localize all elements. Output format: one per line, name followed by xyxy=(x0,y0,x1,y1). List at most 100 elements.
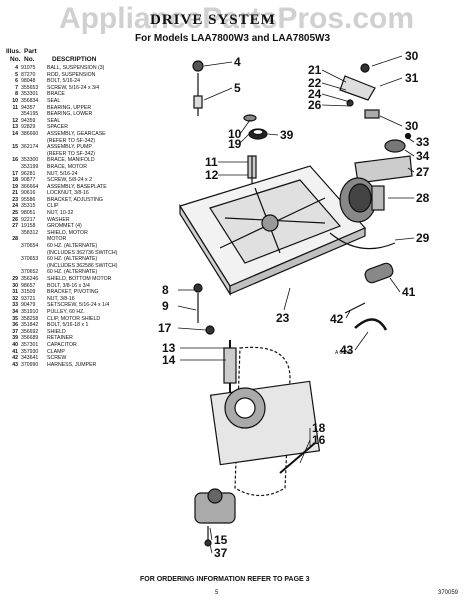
page-title: DRIVE SYSTEM xyxy=(150,12,276,28)
callout-10: 10 xyxy=(228,127,242,141)
callout-15: 15 xyxy=(214,533,228,547)
callout-42: 42 xyxy=(330,312,344,326)
part-number: 343641 xyxy=(21,355,39,362)
part-number: 356246 xyxy=(21,276,39,282)
part-number: 98048 xyxy=(21,78,36,85)
part-illus-no: 21 xyxy=(12,190,18,197)
part-description: CLIP xyxy=(47,203,59,210)
part-illus-no: 25 xyxy=(12,210,18,217)
part-number: 90479 xyxy=(21,302,36,309)
part-illus-no: 28 xyxy=(12,236,18,243)
part-number: 90877 xyxy=(21,177,36,184)
callout-5: 5 xyxy=(234,81,241,95)
part-row: 354195 BEARING, LOWER xyxy=(4,111,154,118)
callout-23: 23 xyxy=(276,311,290,325)
part-number: 94359 xyxy=(21,117,36,124)
part-number: 19158 xyxy=(21,223,36,230)
part-description: ASSEMBLY, GEARCASE xyxy=(47,130,106,137)
part-number: 351910 xyxy=(21,308,39,315)
part-description: ROD, SUSPENSION xyxy=(47,71,96,78)
jumper-harness xyxy=(354,318,388,331)
part-description: GROMMET (4) xyxy=(47,223,82,230)
part-number: 31509 xyxy=(21,289,36,296)
figure-tag: A 0059 xyxy=(335,350,351,356)
part-illus-no: 19 xyxy=(12,183,18,190)
part-row: (INCLUDES 362736 SWITCH) xyxy=(4,250,154,257)
part-description: BRACE xyxy=(47,91,65,98)
col-header-part: Part xyxy=(24,48,37,55)
part-description: SETSCREW, 5/16-24 x 1/4 xyxy=(47,302,110,309)
part-description: HARNESS, JUMPER xyxy=(47,361,97,368)
part-description: SHIELD, MOTOR xyxy=(47,229,88,236)
part-description: PULLEY, 60 HZ. xyxy=(47,308,85,315)
callout-27: 27 xyxy=(416,165,430,179)
part-description: BALL, SUSPENSION (3) xyxy=(47,65,105,71)
part-illus-no: 29 xyxy=(12,276,18,282)
part-number: 91075 xyxy=(21,65,36,71)
callout-30-top: 30 xyxy=(405,49,419,63)
part-number: 35315 xyxy=(21,203,36,210)
part-description: CLAMP xyxy=(47,348,65,355)
part-illus-no: 35 xyxy=(12,315,18,322)
part-illus-no: 18 xyxy=(12,177,18,184)
callout-30-bottom: 30 xyxy=(405,119,419,133)
pivoting-bracket xyxy=(339,75,376,101)
callout-11: 11 xyxy=(205,155,218,169)
part-description: BEARING, LOWER xyxy=(47,111,93,118)
part-illus-no: 33 xyxy=(12,302,18,309)
part-number: 366664 xyxy=(21,183,39,190)
callout-29: 29 xyxy=(416,231,430,245)
part-description: BOLT, 3/8-16 x 3/4 xyxy=(47,282,90,289)
col-header-illus: Illus. xyxy=(6,48,21,55)
part-illus-no: 43 xyxy=(12,361,18,368)
bottom-shield xyxy=(329,232,396,250)
part-number xyxy=(21,236,47,243)
capacitor xyxy=(364,262,394,284)
part-description: (REFER TO SF-342) xyxy=(47,137,95,144)
part-number: 357930 xyxy=(21,348,39,355)
part-number xyxy=(21,263,47,270)
callout-16: 16 xyxy=(312,433,326,447)
part-illus-no: 39 xyxy=(12,335,18,342)
part-number: 370990 xyxy=(21,361,39,368)
part-illus-no: 10 xyxy=(12,97,18,104)
part-number: 362174 xyxy=(21,144,39,151)
motor-shield xyxy=(354,155,413,184)
col-header-part-no: No. xyxy=(24,56,35,63)
callout-22: 22 xyxy=(308,76,322,90)
part-illus-no: 15 xyxy=(12,144,18,151)
part-description: CLIP, MOTOR SHIELD xyxy=(47,315,101,322)
part-number: 94357 xyxy=(21,104,36,111)
suspension-ball xyxy=(192,60,204,72)
part-description: 60 HZ. (ALTERNATE) xyxy=(47,256,98,263)
part-description: 60 HZ. (ALTERNATE) xyxy=(47,243,98,250)
part-description: BOLT, 5/16-24 xyxy=(47,78,81,85)
part-number: 354195 xyxy=(21,111,39,118)
part-illus-no: 4 xyxy=(15,65,18,71)
part-description: (INCLUDES 362586 SWITCH) xyxy=(47,262,118,269)
part-illus-no: 5 xyxy=(15,71,18,78)
part-illus-no xyxy=(4,138,21,145)
part-description: NUT, 3/8-16 xyxy=(47,295,75,302)
part-illus-no: 36 xyxy=(12,322,18,329)
part-illus-no xyxy=(4,256,21,263)
ordering-note: FOR ORDERING INFORMATION REFER TO PAGE 3 xyxy=(140,576,310,583)
part-description: SHIELD, BOTTOM MOTOR xyxy=(47,276,112,282)
part-description: SEAL xyxy=(47,117,61,124)
part-description: ASSEMBLY, BASEPLATE xyxy=(47,183,107,190)
part-description: ASSEMBLY, PUMP xyxy=(47,144,92,151)
part-illus-no xyxy=(4,164,21,171)
part-number: 357301 xyxy=(21,341,39,348)
